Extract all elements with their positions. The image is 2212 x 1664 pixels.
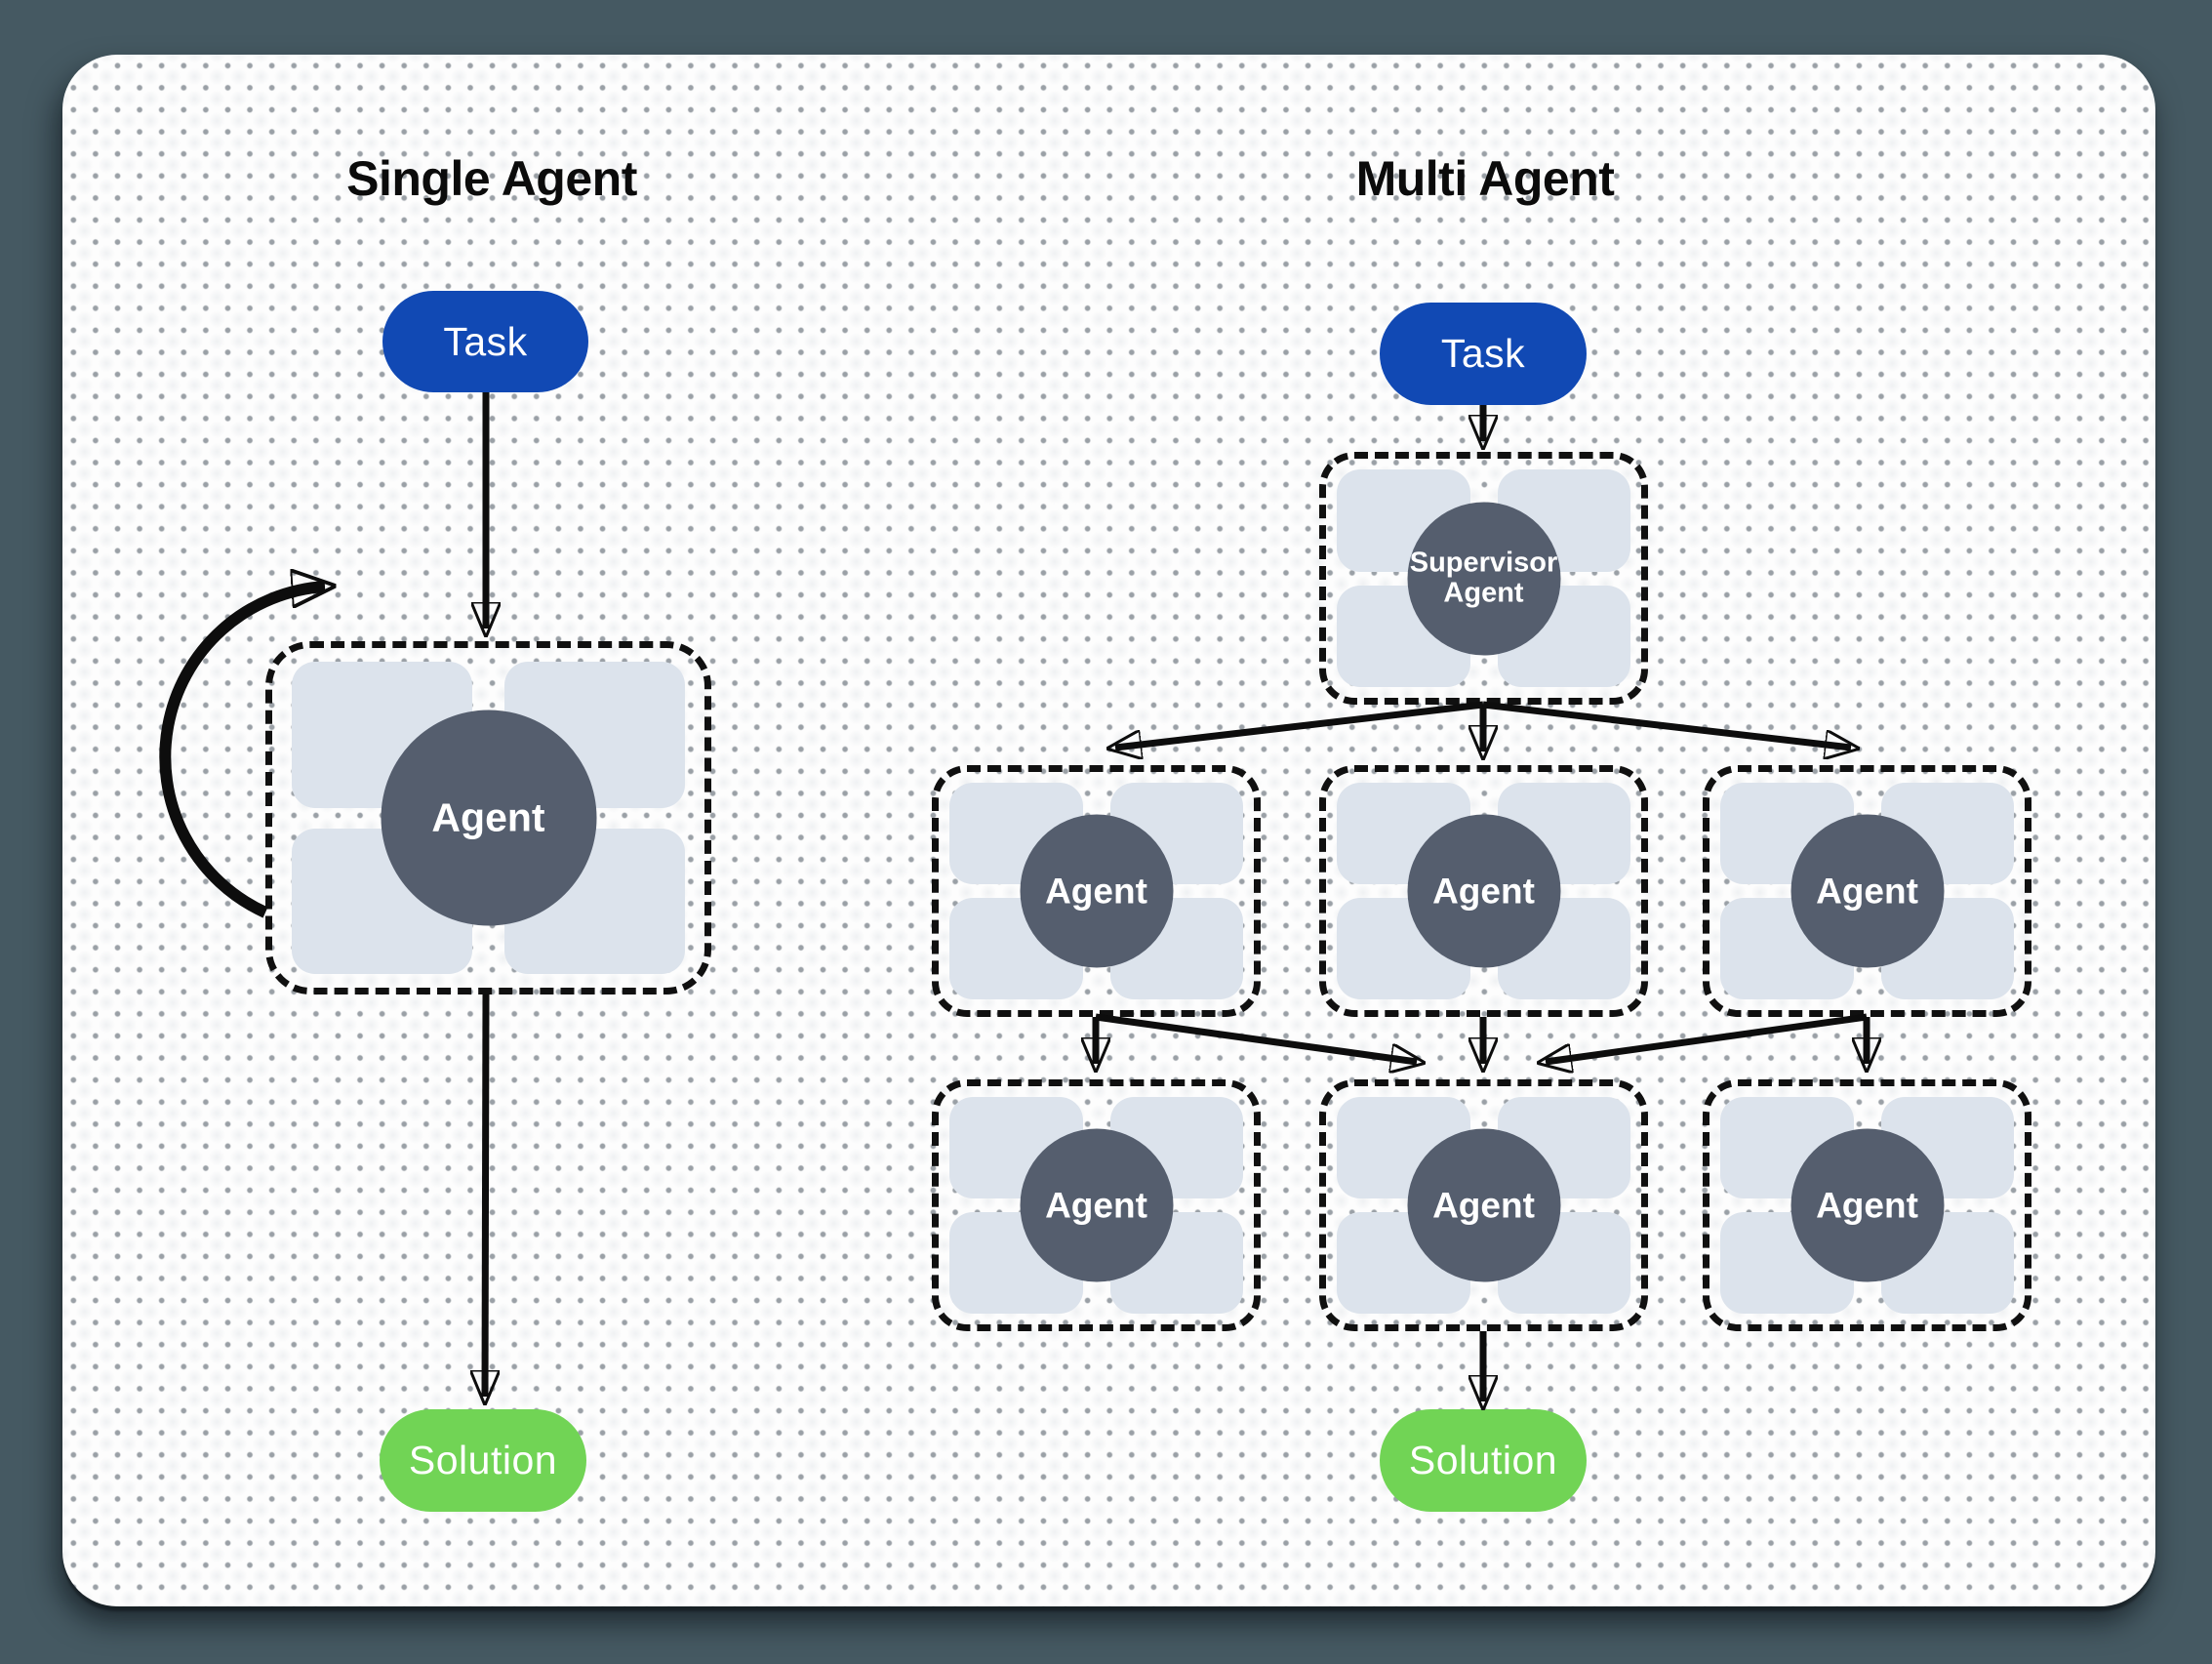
- worker-agent-box-row2-right: Agent: [1703, 1079, 2031, 1331]
- single-solution-label: Solution: [408, 1438, 558, 1482]
- worker-agent-box-row1-center: Agent: [1319, 765, 1648, 1017]
- worker-agent-circle: Agent: [1020, 1128, 1173, 1282]
- worker-agent-label: Agent: [1432, 871, 1535, 911]
- worker-agent-box-row2-center: Agent: [1319, 1079, 1648, 1331]
- worker-agent-box-row1-right: Agent: [1703, 765, 2031, 1017]
- worker-agent-circle: Agent: [1020, 814, 1173, 968]
- worker-agent-circle: Agent: [1790, 814, 1944, 968]
- single-agent-title: Single Agent: [346, 151, 637, 206]
- worker-agent-circle: Agent: [1790, 1128, 1944, 1282]
- multi-solution-pill: Solution: [1380, 1409, 1587, 1512]
- worker-agent-circle: Agent: [1407, 1128, 1560, 1282]
- worker-agent-label: Agent: [1432, 1185, 1535, 1225]
- multi-task-label: Task: [1440, 331, 1526, 376]
- single-solution-pill: Solution: [380, 1409, 586, 1512]
- dot-grid-card: Single Agent Task Agent Solution Multi A…: [62, 55, 2155, 1606]
- supervisor-agent-circle: Supervisor Agent: [1407, 502, 1560, 655]
- multi-task-pill: Task: [1380, 303, 1587, 405]
- single-agent-box: Agent: [265, 641, 711, 994]
- supervisor-label-line1: Supervisor: [1409, 547, 1558, 579]
- worker-agent-label: Agent: [1816, 1185, 1918, 1225]
- single-agent-label: Agent: [431, 794, 545, 840]
- supervisor-label-line2: Agent: [1443, 577, 1524, 609]
- worker-agent-circle: Agent: [1407, 814, 1560, 968]
- single-agent-circle: Agent: [381, 710, 596, 926]
- worker-agent-label: Agent: [1045, 1185, 1147, 1225]
- worker-agent-box-row2-left: Agent: [932, 1079, 1261, 1331]
- multi-solution-label: Solution: [1408, 1438, 1558, 1482]
- worker-agent-box-row1-left: Agent: [932, 765, 1261, 1017]
- worker-agent-label: Agent: [1816, 871, 1918, 911]
- worker-agent-label: Agent: [1045, 871, 1147, 911]
- single-task-label: Task: [443, 318, 528, 364]
- supervisor-agent-box: Supervisor Agent: [1319, 452, 1648, 705]
- multi-agent-title: Multi Agent: [1355, 151, 1615, 206]
- single-task-pill: Task: [382, 291, 588, 392]
